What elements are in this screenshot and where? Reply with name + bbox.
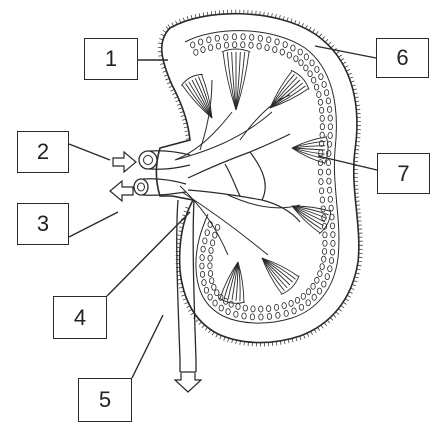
capsule-hatch-mark [341,305,344,307]
capsule-hatch-mark [171,89,175,91]
capsule-hatch-mark [181,115,185,116]
label-5-text: 5 [99,387,111,413]
vein-out-arrow-icon [110,181,133,201]
leader-5 [132,315,163,378]
capsule-hatch-mark [345,66,349,68]
capsule-hatch-mark [330,317,333,320]
label-box-2: 2 [17,131,69,173]
capsule-hatch-mark [345,299,348,301]
capsule-hatch-mark [318,327,320,330]
label-box-5: 5 [78,378,132,422]
capsule-hatch-mark [180,112,184,113]
capsule-hatch-mark [324,323,326,326]
capsule-hatch-mark [172,93,176,95]
capsule-hatch-mark [347,295,351,297]
capsule-hatch-mark [343,62,346,64]
capsule-hatch-mark [166,27,169,30]
capsule-hatch-mark [212,332,214,335]
label-box-4: 4 [53,296,107,339]
capsule-hatch-mark [178,108,182,109]
label-box-1: 1 [84,38,138,80]
capsule-hatch-mark [186,306,190,308]
capsule-hatch-mark [309,27,311,30]
capsule-hatch-mark [343,302,346,304]
capsule-hatch-mark [341,58,344,60]
capsule-hatch-mark [328,42,331,45]
capsule-hatch-mark [167,82,171,84]
capsule-hatch-mark [161,34,165,36]
capsule-hatch-mark [216,334,218,338]
capsule-hatch-mark [163,71,167,72]
capsule-hatch-mark [160,63,164,64]
capsule-hatch-mark [209,330,211,333]
capsule-hatch-mark [306,25,308,29]
capsule-hatch-mark [325,39,328,42]
artery-in-arrow-icon [113,152,136,172]
capsule-hatch-mark [321,325,323,328]
label-6-text: 6 [396,45,408,71]
capsule-hatch-mark [205,327,207,330]
capsule-hatch-mark [191,313,194,315]
capsule-hatch-mark [307,333,309,337]
capsule-hatch-mark [188,309,191,311]
capsule-hatch-mark [319,34,321,37]
capsule-hatch-mark [336,312,339,315]
capsule-hatch-mark [176,100,180,102]
label-4-text: 4 [74,305,86,331]
label-box-3: 3 [17,203,69,245]
capsule-hatch-mark [163,30,166,32]
capsule-hatch-mark [185,302,189,304]
capsule-hatch-mark [311,331,313,335]
label-box-6: 6 [376,38,429,78]
capsule-hatch-mark [314,329,316,332]
urine-out-arrow-icon [175,372,201,392]
capsule-hatch-mark [313,29,315,32]
capsule-hatch-mark [202,325,205,328]
leader-3 [69,212,118,237]
capsule-hatch-mark [177,104,181,105]
label-2-text: 2 [37,139,49,165]
label-1-text: 1 [105,46,117,72]
capsule-hatch-mark [338,309,341,312]
capsule-hatch-mark [336,52,339,54]
capsule-hatch-mark [174,97,178,99]
leader-2 [69,144,110,160]
capsule-hatch-mark [164,75,168,76]
capsule-hatch-mark [331,45,334,48]
capsule-hatch-mark [322,36,325,39]
capsule-hatch-mark [169,86,173,88]
capsule-hatch-mark [349,292,353,294]
capsule-hatch-mark [199,322,202,325]
capsule-hatch-mark [176,21,178,25]
label-box-7: 7 [377,153,430,194]
capsule-hatch-mark [338,55,341,57]
capsule-hatch-mark [333,315,336,318]
label-7-text: 7 [397,161,409,187]
capsule-hatch-mark [346,69,350,71]
capsule-hatch-mark [172,23,174,27]
capsule-hatch-mark [183,123,187,124]
capsule-hatch-mark [316,31,318,34]
capsule-hatch-mark [196,319,199,322]
label-3-text: 3 [37,211,49,237]
capsule-hatch-mark [168,25,170,28]
capsule-hatch-mark [166,79,170,80]
capsule-hatch-mark [327,320,330,323]
